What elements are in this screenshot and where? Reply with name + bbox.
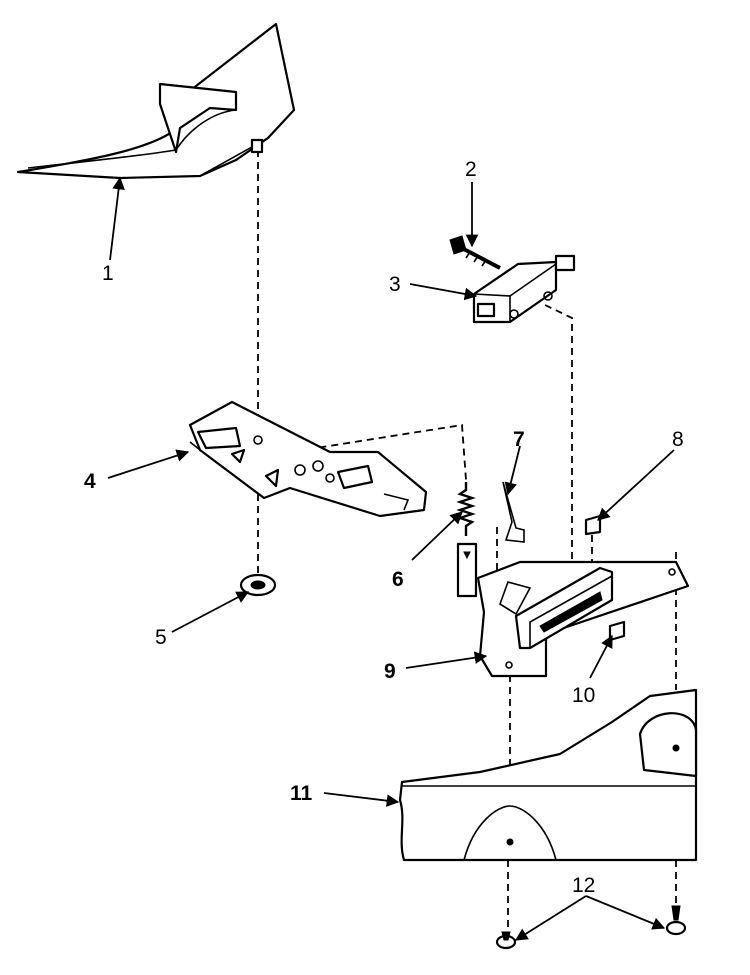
part-2-screw xyxy=(449,235,501,270)
part-3-switch xyxy=(472,254,576,324)
part-9-bracket xyxy=(476,560,690,678)
callout-10: 10 xyxy=(572,684,595,707)
part-11-housing xyxy=(398,688,698,862)
callout-labels: 1 2 3 4 5 6 7 8 9 10 11 12 xyxy=(84,158,684,897)
leader-lines xyxy=(107,176,675,941)
callout-6: 6 xyxy=(392,568,404,591)
callout-11: 11 xyxy=(290,782,313,805)
callout-7: 7 xyxy=(513,428,525,451)
part-6-spring xyxy=(456,482,478,598)
callout-8: 8 xyxy=(672,428,684,451)
callout-12: 12 xyxy=(572,874,595,897)
part-1-top-cover xyxy=(16,22,296,180)
part-7-spring-clip xyxy=(502,481,525,543)
part-12-screws xyxy=(495,905,687,950)
callout-3: 3 xyxy=(389,273,401,296)
part-4-mounting-plate xyxy=(188,400,428,518)
part-8-clip xyxy=(584,514,602,536)
callout-2: 2 xyxy=(465,158,477,181)
callout-4: 4 xyxy=(84,470,96,493)
part-5-washer xyxy=(239,573,277,597)
callout-5: 5 xyxy=(155,626,167,649)
callout-9: 9 xyxy=(384,660,396,683)
callout-1: 1 xyxy=(102,262,114,285)
